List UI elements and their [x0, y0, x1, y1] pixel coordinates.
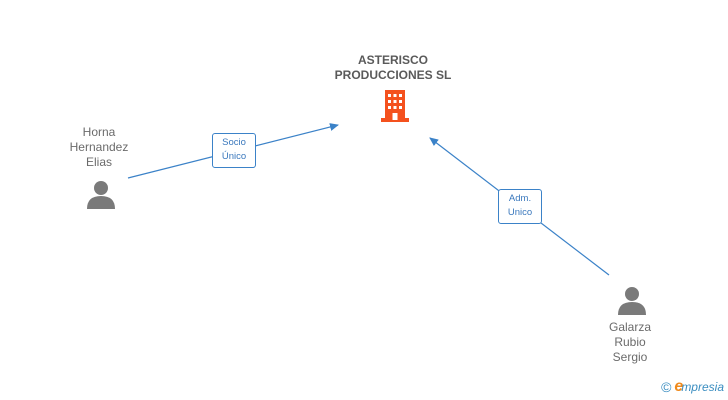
person-name-line: Hernandez: [69, 140, 129, 154]
person-name-line: Galarza: [608, 320, 652, 334]
relation-label-line: Unico: [507, 207, 533, 218]
relation-label-line: Adm.: [508, 193, 532, 204]
relation-label-line: Socio: [222, 137, 246, 148]
person-icon[interactable]: [617, 285, 647, 315]
copyright-icon: ©: [661, 379, 672, 395]
person-icon[interactable]: [86, 179, 116, 209]
brand-logo: empresia: [674, 378, 724, 396]
building-icon[interactable]: [379, 88, 411, 124]
person-name-line: Rubio: [614, 335, 646, 349]
person-name-line: Sergio: [612, 350, 648, 364]
brand-logo-e: e: [674, 378, 684, 395]
company-name-line-2: PRODUCCIONES SL: [334, 68, 452, 82]
person-name-line: Elias: [85, 155, 112, 169]
company-name[interactable]: ASTERISCO PRODUCCIONES SL: [318, 53, 468, 83]
relation-label-socio-unico[interactable]: Socio Único: [212, 133, 256, 168]
person-name-galarza[interactable]: Galarza Rubio Sergio: [585, 320, 675, 365]
person-name-horna[interactable]: Horna Hernandez Elias: [54, 125, 144, 170]
person-name-line: Horna: [82, 125, 116, 139]
brand-logo-text: mpresia: [681, 380, 724, 394]
relation-label-adm-unico[interactable]: Adm. Unico: [498, 189, 542, 224]
relation-label-line: Único: [221, 151, 247, 162]
company-name-line-1: ASTERISCO: [357, 53, 428, 67]
empresia-watermark: © empresia: [661, 378, 724, 396]
